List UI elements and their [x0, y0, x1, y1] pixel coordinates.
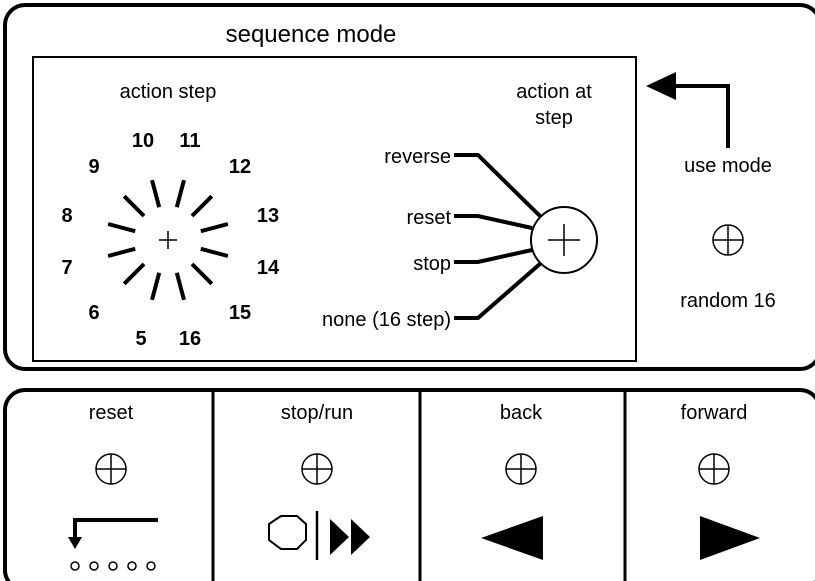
dial-tick-8	[150, 272, 162, 301]
stop-run-button-label: stop/run	[281, 402, 353, 424]
step-number-8: 8	[61, 205, 72, 227]
buttons-panel-frame	[3, 388, 815, 581]
dial-tick-3	[190, 194, 214, 218]
action-reverse-label: reverse	[384, 146, 451, 168]
dial-tick-11	[107, 222, 136, 234]
step-selector-dial[interactable]: 5 6 7 8 9 10 11 12 13 14 15 16	[61, 130, 280, 350]
use-mode-label: use mode	[684, 155, 772, 177]
step-number-7: 7	[61, 257, 72, 279]
forward-button-label: forward	[681, 402, 748, 424]
sequence-mode-title: sequence mode	[226, 21, 397, 48]
step-number-9: 9	[88, 156, 99, 178]
step-number-5: 5	[135, 328, 146, 350]
back-button-label: back	[500, 402, 543, 424]
action-box	[32, 56, 637, 362]
reset-button[interactable]: reset	[68, 402, 158, 571]
stop-run-jack	[301, 453, 333, 485]
action-none-label: none (16 step)	[322, 309, 451, 331]
action-selector-knob[interactable]	[530, 206, 598, 274]
stop-run-button[interactable]: stop/run	[268, 402, 370, 560]
dial-tick-1	[150, 179, 162, 208]
reset-jack	[95, 453, 127, 485]
stop-run-icon	[268, 511, 370, 560]
dial-tick-9	[122, 262, 146, 286]
right-triangle-icon	[700, 516, 760, 560]
back-jack	[505, 453, 537, 485]
action-at-step-label-1: action at	[516, 81, 592, 103]
left-triangle-icon	[481, 516, 543, 560]
step-number-11: 11	[179, 130, 200, 152]
dial-tick-4	[200, 222, 229, 234]
random-16-label: random 16	[680, 290, 776, 312]
action-leads	[454, 153, 543, 320]
step-number-15: 15	[229, 302, 251, 324]
step-number-16: 16	[179, 328, 201, 350]
action-step-label: action step	[120, 81, 217, 103]
use-mode-jack[interactable]	[712, 224, 744, 256]
dial-step-numbers: 5 6 7 8 9 10 11 12 13 14 15 16	[61, 130, 280, 350]
reset-button-label: reset	[89, 402, 134, 424]
step-number-14: 14	[257, 257, 280, 279]
dial-ticks	[107, 179, 229, 301]
step-number-10: 10	[132, 130, 154, 152]
dial-tick-10	[107, 246, 136, 258]
back-button[interactable]: back	[481, 402, 543, 560]
step-number-12: 12	[229, 156, 251, 178]
action-reset-label: reset	[407, 207, 452, 229]
button-dividers	[211, 390, 627, 581]
reset-arrow-icon	[68, 518, 158, 571]
sequence-panel-frame	[3, 3, 815, 371]
dial-tick-6	[190, 262, 214, 286]
action-stop-label: stop	[413, 253, 451, 275]
dial-tick-12	[122, 194, 146, 218]
dial-tick-2	[174, 179, 186, 208]
forward-jack	[698, 453, 730, 485]
step-number-6: 6	[88, 302, 99, 324]
step-number-13: 13	[257, 205, 279, 227]
dial-tick-5	[200, 246, 229, 258]
use-mode-arrow-icon	[646, 72, 730, 148]
action-at-step-label-2: step	[535, 107, 573, 129]
dial-tick-7	[174, 272, 186, 301]
forward-button[interactable]: forward	[681, 402, 760, 560]
